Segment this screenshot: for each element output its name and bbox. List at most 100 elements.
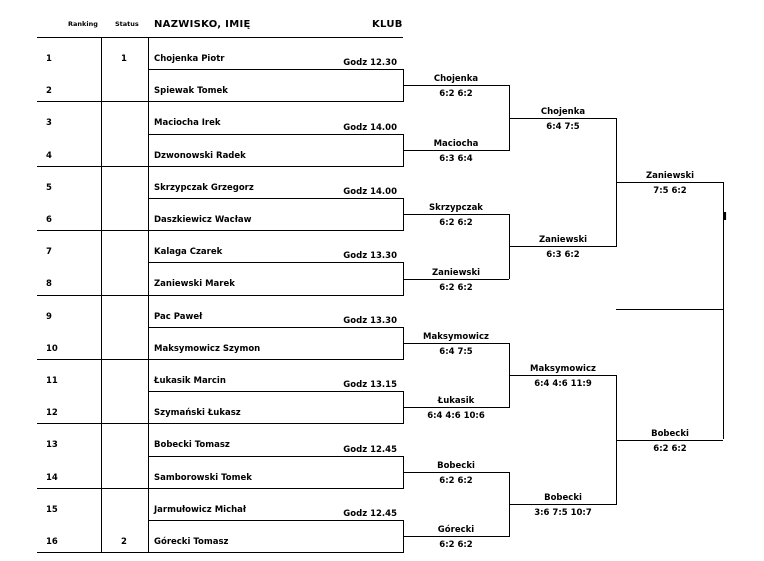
player-name: Maciocha Irek (154, 118, 221, 129)
player-name: Jarmułowicz Michał (154, 504, 247, 515)
r1-result-line (403, 342, 509, 344)
match-time: Godz 14.00 (343, 122, 397, 133)
r1-score: 6:2 6:2 (439, 89, 473, 100)
player-name: Kalaga Czarek (154, 247, 223, 258)
r1-winner: Maciocha (433, 138, 479, 149)
r3-winner: Bobecki (651, 428, 689, 439)
player-name: Łukasik Marcin (154, 376, 226, 386)
r1-result-line (403, 536, 509, 538)
match-time: Godz 13.15 (343, 380, 397, 391)
r1-score: 6:2 6:2 (439, 475, 473, 486)
player-name: Spiewak Tomek (154, 86, 228, 97)
player-rank: 11 (46, 376, 58, 386)
player-name: Chojenka Piotr (154, 54, 225, 64)
player-status: 2 (121, 537, 127, 547)
match-time: Godz 12.45 (343, 509, 397, 519)
player-name: Bobecki Tomasz (154, 440, 230, 451)
r2-result-line (509, 117, 616, 119)
final-connector (723, 181, 724, 439)
r1-score: 6:3 6:4 (439, 153, 473, 164)
player-rank: 15 (46, 504, 58, 515)
r1-winner: Bobecki (437, 460, 475, 471)
row-line-half (148, 326, 403, 328)
match-time: Godz 12.30 (343, 58, 397, 69)
player-name: Górecki Tomasz (154, 537, 229, 547)
player-name: Dzwonowski Radek (154, 150, 246, 161)
r3-score: 7:5 6:2 (653, 185, 687, 196)
player-name: Maksymowicz Szymon (154, 343, 261, 354)
r1-winner: Maksymowicz (423, 331, 489, 342)
player-rank: 1 (46, 54, 52, 64)
r2-winner: Maksymowicz (530, 364, 596, 375)
player-rank: 3 (46, 118, 52, 129)
r2-result-line (509, 375, 616, 377)
row-line-half (148, 391, 403, 393)
row-line-half (148, 262, 403, 264)
pac-line (616, 309, 723, 310)
r1-result-line (403, 471, 509, 473)
r3-winner: Zaniewski (645, 170, 695, 181)
player-rank: 2 (46, 86, 52, 97)
row-line-full (37, 423, 403, 425)
r3-result-line (616, 181, 723, 183)
row-line-full (37, 230, 403, 232)
r2-score: 6:4 4:6 11:9 (534, 379, 592, 390)
r2-score: 6:3 6:2 (546, 250, 580, 261)
row-line-full (37, 487, 403, 489)
player-name: Samborowski Tomek (154, 472, 252, 483)
name-header: NAZWISKO, IMIĘ (154, 19, 251, 30)
row-line-half (148, 198, 403, 199)
ranking-header: Ranking (68, 20, 98, 28)
r1-result-line (403, 85, 509, 87)
r1-result-line (403, 214, 509, 216)
player-rank: 8 (46, 279, 52, 290)
final-mark: I (723, 210, 728, 223)
player-rank: 13 (46, 440, 58, 451)
match-time: Godz 14.00 (343, 187, 397, 197)
r3-result-line (616, 439, 723, 441)
club-header: KLUB (372, 19, 403, 30)
player-rank: 5 (46, 182, 52, 193)
table-top-line (37, 37, 403, 38)
r3-score: 6:2 6:2 (653, 443, 687, 454)
r1-score: 6:2 6:2 (439, 218, 473, 229)
player-rank: 6 (46, 215, 52, 225)
row-line-full (37, 294, 403, 296)
r1-score: 6:2 6:2 (439, 282, 473, 293)
r2-score: 3:6 7:5 10:7 (534, 507, 592, 518)
row-line-full (37, 359, 403, 360)
player-rank: 4 (46, 150, 52, 161)
r1-winner: Górecki (437, 525, 475, 536)
row-line-half (148, 133, 403, 135)
r1-result-line (403, 407, 509, 409)
r1-result-line (403, 278, 509, 280)
player-name: Daszkiewicz Wacław (154, 215, 252, 225)
r1-winner: Zaniewski (431, 267, 481, 278)
r2-result-line (509, 246, 616, 248)
r1-result-line (403, 149, 509, 151)
player-rank: 16 (46, 537, 58, 547)
match-time: Godz 13.30 (343, 251, 397, 262)
row-line-full (37, 552, 403, 554)
player-name: Szymański Łukasz (154, 408, 241, 419)
player-rank: 12 (46, 408, 58, 419)
r1-score: 6:4 7:5 (439, 346, 473, 357)
row-line-half (148, 69, 403, 71)
row-line-half (148, 520, 403, 521)
r2-result-line (509, 503, 616, 505)
row-line-full (37, 165, 403, 167)
r2-score: 6:4 7:5 (546, 121, 580, 132)
match-time: Godz 12.45 (343, 444, 397, 455)
status-header: Status (115, 20, 139, 28)
player-name: Zaniewski Marek (154, 279, 235, 290)
player-rank: 14 (46, 472, 58, 483)
r1-winner: Chojenka (433, 74, 479, 85)
player-name: Skrzypczak Grzegorz (154, 182, 254, 193)
r2-winner: Chojenka (540, 106, 586, 117)
match-time: Godz 13.30 (343, 315, 397, 326)
row-line-full (37, 101, 403, 103)
r1-score: 6:2 6:2 (439, 540, 473, 551)
r2-winner: Zaniewski (538, 235, 588, 246)
player-rank: 10 (46, 343, 58, 354)
